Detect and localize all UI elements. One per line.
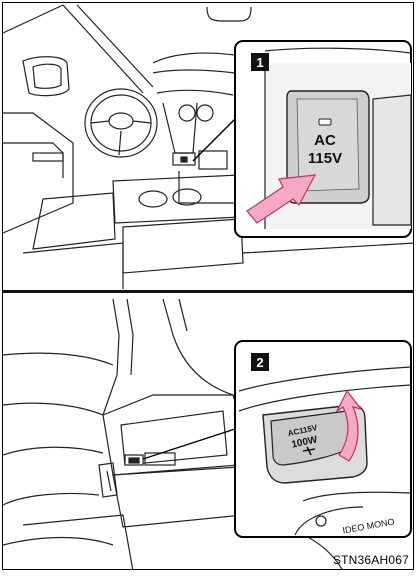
callout-number-2: 2 — [256, 355, 263, 370]
outlet-label-line2: 115V — [308, 150, 342, 167]
rear-console-body — [103, 395, 243, 475]
dashboard-illustration: AC 115V 1 — [3, 3, 413, 289]
leader-line-2 — [143, 429, 235, 459]
center-console — [113, 175, 241, 223]
rear-console-illustration: AC115V 100W IDEO MONO 2 — [3, 295, 413, 570]
callout-box-1: AC 115V 1 — [235, 41, 411, 237]
side-mirror-outline — [23, 57, 69, 96]
leader-line-1 — [193, 119, 235, 161]
figure-id-caption: STN36AH067 — [333, 553, 409, 567]
callout-number-1: 1 — [256, 55, 263, 70]
rearview-mirror-outline — [207, 7, 251, 21]
outlet-indicator-light — [319, 119, 331, 125]
bottom-illustration-panel: AC115V 100W IDEO MONO 2 — [3, 295, 413, 570]
figure-frame: AC 115V 1 — [2, 2, 414, 570]
section-divider — [3, 290, 413, 293]
top-illustration-panel: AC 115V 1 — [3, 3, 413, 289]
outlet-label-line1: AC — [314, 132, 336, 149]
callout-box-2: AC115V 100W IDEO MONO 2 — [235, 341, 411, 537]
